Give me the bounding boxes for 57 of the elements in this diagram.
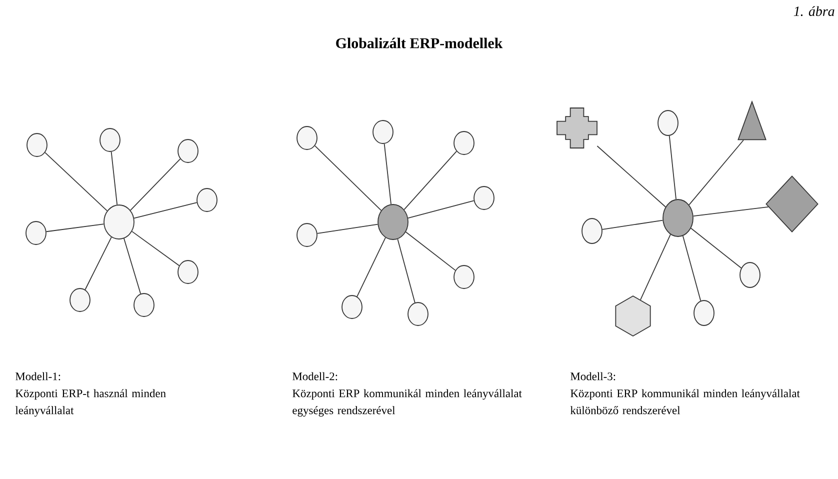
satellite-circle <box>70 288 90 312</box>
diagram-title: Globalizált ERP-modellek <box>336 38 503 48</box>
satellite-circle <box>196 188 218 212</box>
connector-line <box>356 237 386 297</box>
figure-number: 1. ábra <box>794 6 834 16</box>
hub-circle <box>662 199 694 237</box>
connector-line <box>130 158 181 211</box>
connector-line <box>405 232 456 271</box>
cross-shape <box>556 108 598 148</box>
connector-line <box>110 151 118 206</box>
connector-line <box>404 150 457 210</box>
connector-line <box>384 143 392 205</box>
connector-line <box>316 224 378 234</box>
satellite-circle <box>342 295 362 319</box>
connector-line <box>692 206 769 217</box>
satellite-circle <box>454 265 474 289</box>
connector-line <box>46 224 104 232</box>
hub-circle <box>104 204 134 240</box>
satellite-circle <box>178 260 198 284</box>
satellite-circle <box>454 131 474 155</box>
connector-line <box>640 234 671 300</box>
model-description: Központi ERP kommunikál minden leányvállalat egységes rendszerével <box>292 389 522 417</box>
connector-line <box>668 135 676 200</box>
connector-line <box>682 236 702 302</box>
satellite-circle <box>408 302 428 326</box>
connector-line <box>132 230 180 266</box>
satellite-circle <box>582 218 602 244</box>
satellite-circle <box>134 293 154 317</box>
satellite-circle <box>474 186 494 210</box>
satellite-circle <box>740 262 760 288</box>
connector-line <box>690 228 742 268</box>
connector-line <box>688 140 744 206</box>
model-description: Központi ERP kommunikál minden leányvállalat különböző rendszerével <box>570 389 800 414</box>
connector-line <box>596 146 666 208</box>
satellite-circle <box>694 300 714 326</box>
satellite-circle <box>100 128 120 152</box>
model-heading: Modell-2: <box>292 372 338 380</box>
satellite-circle <box>658 110 678 136</box>
satellite-circle <box>372 120 394 144</box>
connector-line <box>408 200 474 218</box>
hub-circle <box>378 204 408 240</box>
connector-line <box>44 152 108 212</box>
connector-line <box>602 220 664 230</box>
diamond-shape <box>766 176 818 232</box>
satellite-circle <box>296 126 318 150</box>
satellite-circle <box>178 139 198 163</box>
satellite-circle <box>26 133 48 157</box>
model-heading: Modell-1: <box>16 372 60 380</box>
satellite-circle <box>296 223 318 247</box>
satellite-circle <box>26 221 46 245</box>
model-description: Központi ERP-t használ minden leányvállalat <box>15 389 166 417</box>
connector-line <box>134 202 198 219</box>
connector-line <box>397 238 416 304</box>
connector-line <box>124 238 142 294</box>
connector-line <box>314 145 382 211</box>
connector-line <box>84 236 112 290</box>
model-heading: Modell-3: <box>570 372 616 380</box>
